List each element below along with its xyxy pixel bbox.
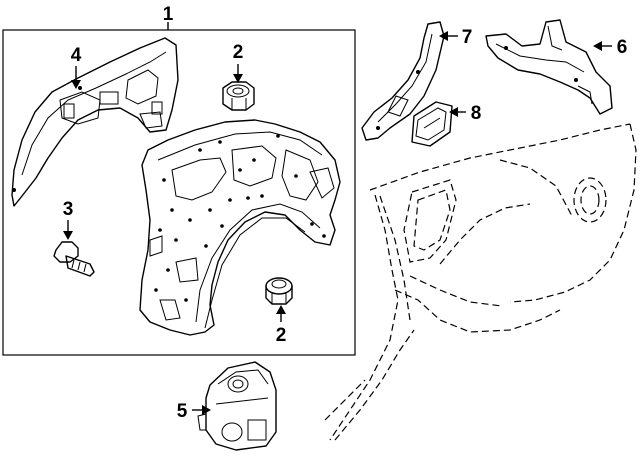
callout-6-arrow [593, 41, 602, 51]
part-8-bracket[interactable] [411, 101, 453, 147]
callout-2-lower: 2 [276, 325, 287, 346]
callout-5-arrow [202, 405, 211, 415]
part-1-quarter-inner-panel[interactable] [139, 119, 341, 336]
part-3-bolt[interactable] [53, 241, 95, 277]
callout-4-arrow [71, 80, 81, 89]
callout-1: 1 [163, 4, 174, 25]
callout-labels: 1 2 2 3 4 5 6 7 8 [63, 4, 628, 422]
callout-7: 7 [462, 27, 473, 48]
part-7-pillar-reinforcement[interactable] [361, 21, 445, 141]
callout-8-arrow [449, 107, 458, 117]
part-4-wheelhouse-inner[interactable] [11, 37, 179, 207]
callout-8: 8 [471, 103, 482, 124]
callout-2b-arrow [276, 305, 286, 314]
inner-panel-holes [154, 134, 326, 302]
part-6-rear-extension[interactable] [485, 19, 613, 115]
callout-6: 6 [617, 37, 628, 58]
callout-4: 4 [71, 45, 82, 66]
callout-7-arrow [439, 31, 448, 41]
quarter-outer-panel-outline [324, 123, 637, 441]
callout-2-upper: 2 [233, 42, 244, 63]
callout-3: 3 [63, 199, 74, 220]
part-2-nut-upper[interactable] [222, 81, 255, 111]
callout-2a-arrow [233, 74, 243, 83]
part-2-grommet-lower[interactable] [265, 277, 293, 305]
callout-5: 5 [177, 401, 188, 422]
callout-3-arrow [63, 231, 73, 240]
part-5-fuel-filler-housing[interactable] [197, 361, 277, 451]
assembly-group-box [2, 29, 356, 356]
